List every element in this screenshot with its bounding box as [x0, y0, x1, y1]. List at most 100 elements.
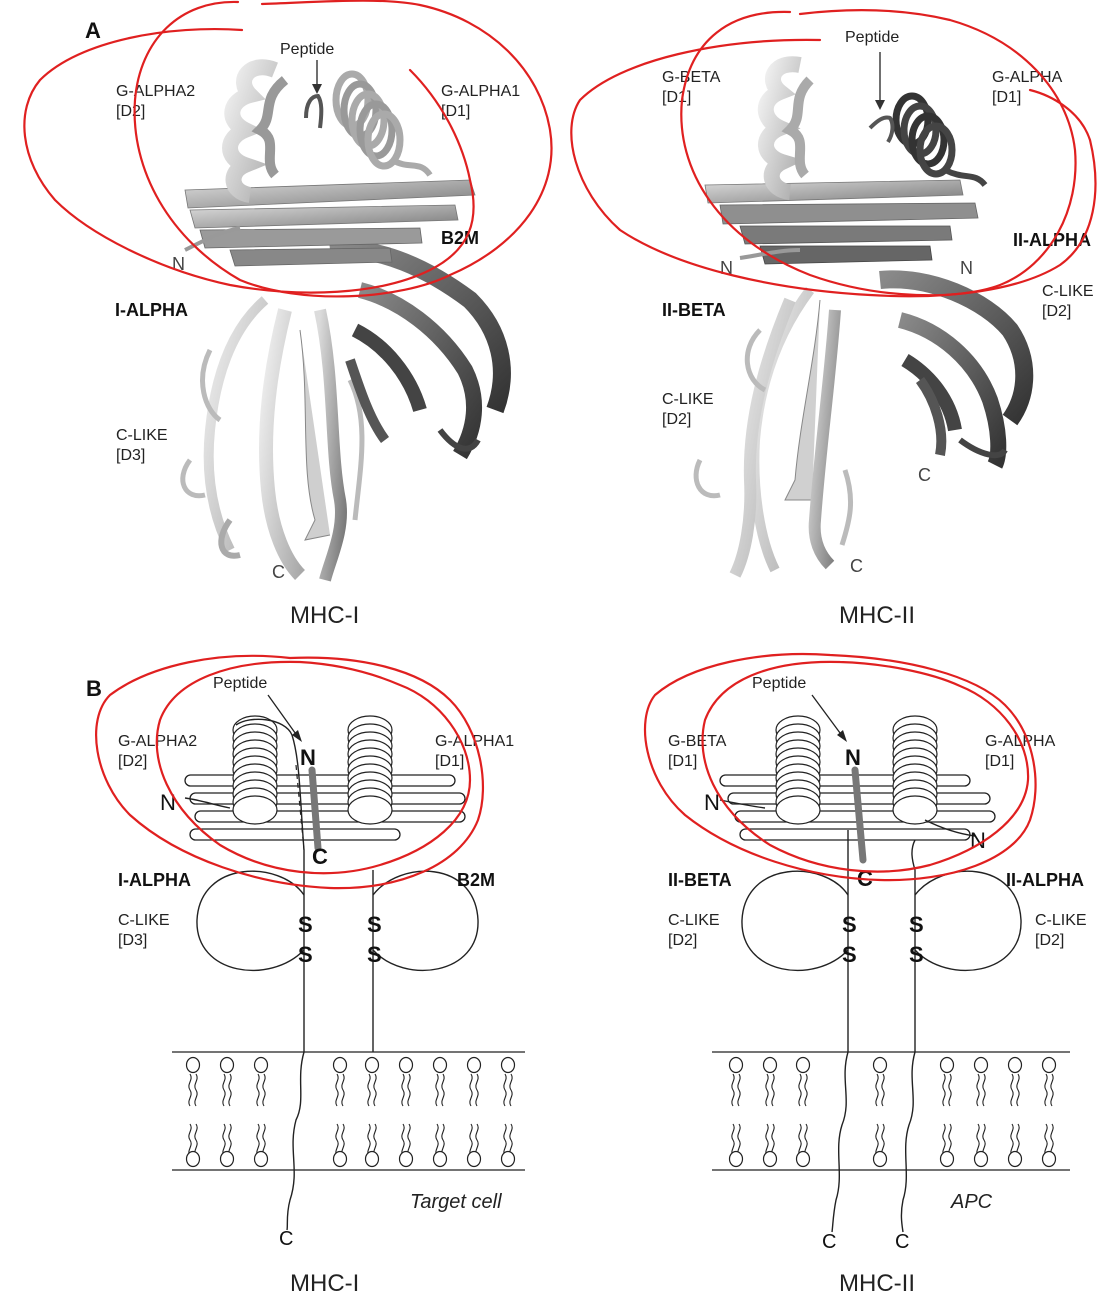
mhc1-g-alpha1-label: G-ALPHA1	[441, 83, 520, 100]
mhc1-g-alpha2-domain: [D2]	[116, 103, 145, 120]
arrowhead	[312, 84, 322, 94]
mhc2-schematic-beta-c-like-loop	[742, 871, 848, 970]
lipid-tail	[977, 1074, 979, 1106]
mhc2-schematic-alpha-helix	[893, 716, 937, 824]
lipid-tail	[882, 1124, 884, 1156]
mhc1-schematic-peptide-label: Peptide	[213, 675, 267, 692]
mhc1-c-like-domain: [D3]	[116, 447, 145, 464]
lipid-head	[468, 1152, 481, 1167]
mhc2-schematic-peptide-n: N	[845, 745, 861, 770]
mhc1-schematic-c-like-domain: [D3]	[118, 932, 147, 949]
lipid-head	[366, 1152, 379, 1167]
mhc2-schematic	[712, 695, 1070, 1232]
mhc1-schematic-i-alpha-label: I-ALPHA	[118, 870, 191, 890]
mhc1-c-like-domain-ribbon	[183, 300, 362, 580]
mhc1-i-alpha-label: I-ALPHA	[115, 300, 188, 320]
mhc2-g-alpha-helix	[896, 96, 985, 185]
helix-turn	[348, 796, 392, 824]
mhc1-b2m-disulfide-s1: S	[367, 912, 382, 937]
mhc2-schematic-caption: MHC-II	[839, 1270, 915, 1297]
lipid-tail	[408, 1124, 410, 1156]
mhc2-schematic-g-beta-label: G-BETA	[668, 733, 727, 750]
mhc2-schematic-g-alpha-domain: [D1]	[985, 753, 1014, 770]
mhc2-n-right-label: N	[960, 258, 973, 278]
mhc1-schematic-alpha1-helix	[348, 716, 392, 824]
lipid-head	[941, 1152, 954, 1167]
mhc2-ii-alpha-label: II-ALPHA	[1013, 230, 1091, 250]
lipid-head	[187, 1058, 200, 1073]
lipid-tail	[738, 1074, 740, 1106]
lipid-tail	[1051, 1124, 1053, 1156]
lipid-tail	[263, 1124, 265, 1156]
lipid-head	[502, 1152, 515, 1167]
lipid-tail	[336, 1124, 338, 1156]
lipid-tail	[442, 1124, 444, 1156]
lipid-head	[255, 1152, 268, 1167]
lipid-tail	[408, 1074, 410, 1106]
lipid-head	[764, 1058, 777, 1073]
lipid-tail	[374, 1074, 376, 1106]
mhc1-schematic-peptide	[312, 770, 318, 848]
mhc1-ribbon-structure	[183, 60, 502, 580]
lipid-head	[468, 1058, 481, 1073]
lipid-tail	[949, 1124, 951, 1156]
lipid-tail	[977, 1124, 979, 1156]
lipid-head	[334, 1058, 347, 1073]
lipid-tail	[983, 1124, 985, 1156]
lipid-tail	[1011, 1074, 1013, 1106]
lipid-tail	[442, 1074, 444, 1106]
mhc1-schematic-chain-n: N	[160, 790, 176, 815]
mhc2-schematic-ii-alpha-label: II-ALPHA	[1006, 870, 1084, 890]
mhc1-schematic-peptide-c: C	[312, 844, 328, 869]
lipid-tail	[374, 1124, 376, 1156]
mhc2-schematic-c-like-left-domain: [D2]	[668, 932, 697, 949]
lipid-tail	[229, 1074, 231, 1106]
mhc2-schematic-peptide-label: Peptide	[752, 675, 806, 692]
lipid-tail	[470, 1074, 472, 1106]
mhc1-schematic-c-terminus: C	[279, 1228, 293, 1250]
mhc1-lipid-bilayer	[187, 1058, 515, 1167]
lipid-head	[1043, 1058, 1056, 1073]
mhc1-schematic-g-alpha1-domain: [D1]	[435, 753, 464, 770]
mhc1-cell-label: Target cell	[410, 1191, 502, 1213]
lipid-head	[975, 1152, 988, 1167]
lipid-tail	[436, 1124, 438, 1156]
mhc1-schematic-caption: MHC-I	[290, 1270, 359, 1297]
mhc2-g-beta-helix	[766, 64, 810, 192]
mhc1-schematic-dashed-chain	[296, 765, 304, 850]
lipid-tail	[504, 1124, 506, 1156]
lipid-tail	[1045, 1124, 1047, 1156]
mhc2-beta-disulfide-s2: S	[842, 942, 857, 967]
lipid-head	[941, 1058, 954, 1073]
mhc1-peptide-label: Peptide	[280, 41, 334, 58]
lipid-tail	[336, 1074, 338, 1106]
lipid-tail	[476, 1124, 478, 1156]
lipid-tail	[943, 1124, 945, 1156]
lipid-tail	[476, 1074, 478, 1106]
mhc1-g-alpha2-label: G-ALPHA2	[116, 83, 195, 100]
mhc1-schematic-alpha2-helix	[233, 716, 277, 824]
mhc2-schematic-c-terminus-alpha: C	[895, 1231, 909, 1253]
mhc2-schematic-peptide	[855, 770, 863, 860]
mhc1-b2m-disulfide-s2: S	[367, 942, 382, 967]
lipid-head	[730, 1152, 743, 1167]
mhc1-schematic-c-like-label: C-LIKE	[118, 912, 170, 929]
mhc1-schematic-transmembrane	[287, 1052, 304, 1230]
lipid-tail	[1011, 1124, 1013, 1156]
mhc2-c-left-label: C	[850, 556, 863, 576]
red-loop-mhc1-schematic-outer	[96, 656, 483, 888]
mhc1-bound-peptide	[306, 96, 321, 128]
mhc1-g-alpha2-helix	[230, 67, 285, 195]
lipid-tail	[368, 1124, 370, 1156]
beta-strand	[735, 811, 995, 822]
mhc2-schematic-c-like-right-domain: [D2]	[1035, 932, 1064, 949]
lipid-head	[400, 1152, 413, 1167]
lipid-head	[434, 1152, 447, 1167]
lipid-tail	[1017, 1074, 1019, 1106]
lipid-head	[334, 1152, 347, 1167]
lipid-head	[975, 1058, 988, 1073]
lipid-tail	[510, 1124, 512, 1156]
mhc1-b2m-ribbon	[330, 249, 502, 455]
